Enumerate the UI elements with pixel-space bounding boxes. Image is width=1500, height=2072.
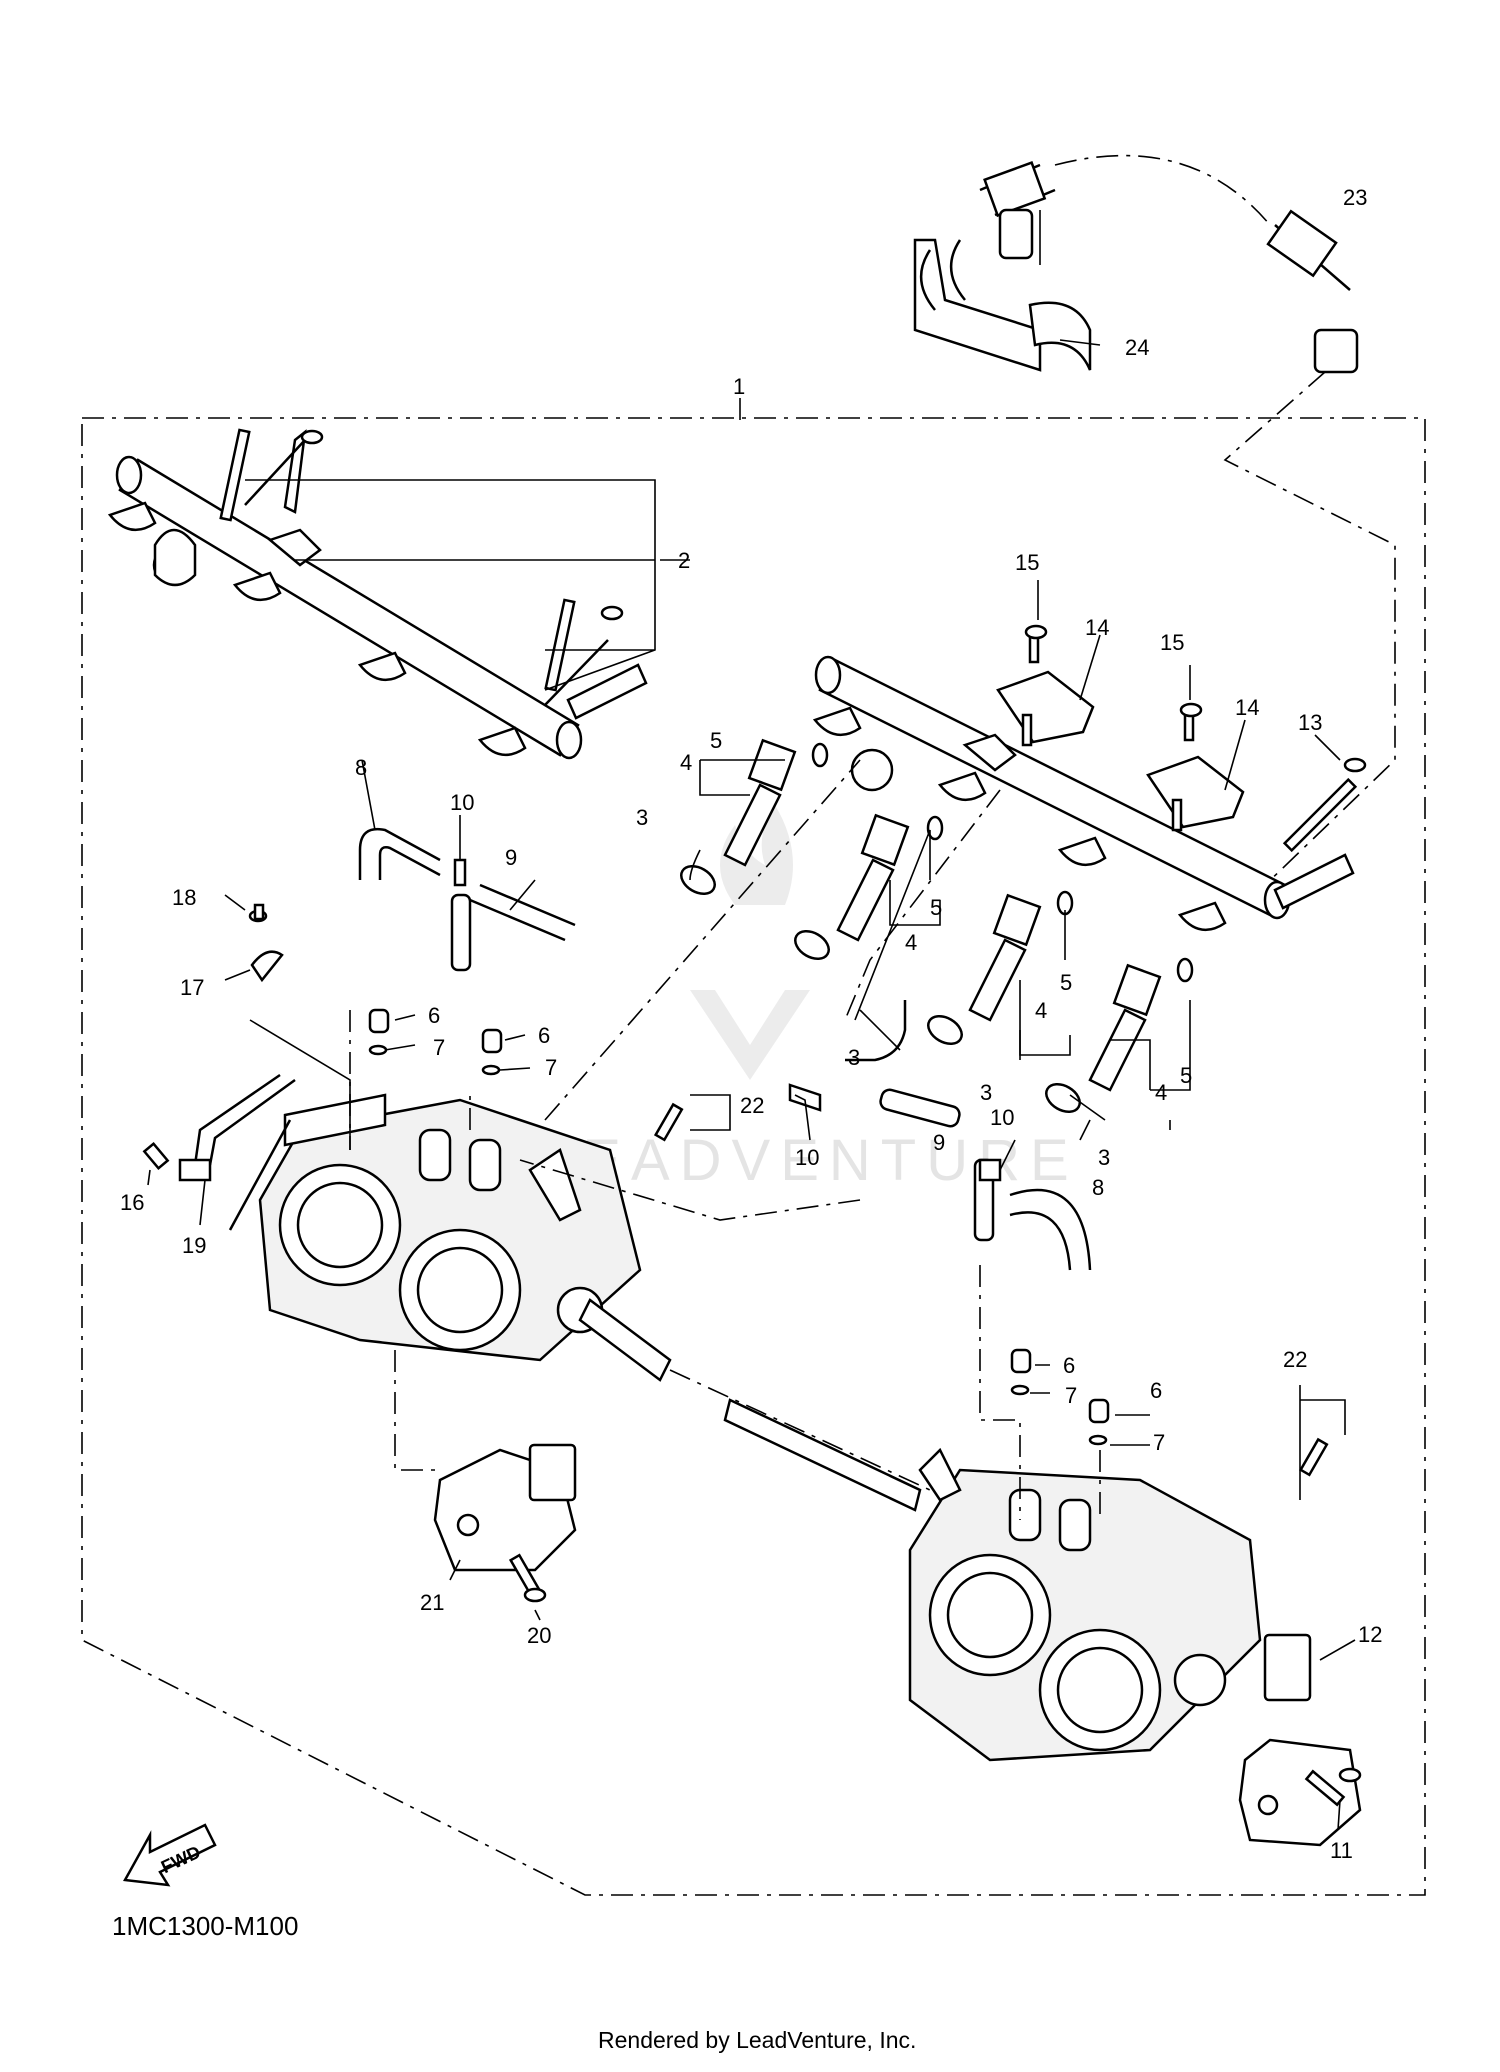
clamp-24 xyxy=(913,238,1092,372)
callout-20: 20 xyxy=(527,1623,551,1648)
callout-1: 1 xyxy=(733,374,745,399)
callout-3: 3 xyxy=(636,805,648,830)
callout-14: 14 xyxy=(1085,615,1109,640)
throttle-body-right xyxy=(723,1398,1262,1762)
callout-15: 15 xyxy=(1015,550,1039,575)
caps-and-washers xyxy=(368,1008,1110,1446)
hoses-lower-right xyxy=(788,1000,1092,1271)
callout-6: 6 xyxy=(538,1023,550,1048)
throttle-body-left xyxy=(258,1093,931,1491)
callout-8: 8 xyxy=(1092,1175,1104,1200)
callout-5: 5 xyxy=(1180,1063,1192,1088)
callout-6: 6 xyxy=(428,1003,440,1028)
sensor-14-a xyxy=(996,670,1095,747)
callout-6: 6 xyxy=(1150,1378,1162,1403)
bolt-13 xyxy=(1282,757,1367,853)
callout-21: 21 xyxy=(420,1590,444,1615)
tps-21 xyxy=(433,1443,577,1572)
injector-1 xyxy=(680,738,829,895)
sensor-14-b xyxy=(1146,755,1245,832)
callout-7: 7 xyxy=(433,1035,445,1060)
injector-set xyxy=(680,738,1194,1113)
screw-15-b xyxy=(1179,702,1203,742)
callout-10: 10 xyxy=(990,1105,1014,1130)
callout-10: 10 xyxy=(795,1145,819,1170)
callout-15: 15 xyxy=(1160,630,1184,655)
injector-4 xyxy=(1045,957,1194,1113)
callout-5: 5 xyxy=(1060,970,1072,995)
screw-11 xyxy=(1304,1767,1362,1807)
callout-12: 12 xyxy=(1358,1622,1382,1647)
hoses-upper-left xyxy=(358,827,576,972)
fuel-rail-right xyxy=(812,655,1355,932)
callout-8: 8 xyxy=(355,755,367,780)
diagram-code: 1MC1300-M100 xyxy=(112,1911,298,1941)
small-parts-left xyxy=(142,903,296,1231)
credit-line: Rendered by LeadVenture, Inc. xyxy=(598,2027,916,2053)
callout-4: 4 xyxy=(905,930,917,955)
injector-2 xyxy=(794,813,944,960)
callout-23: 23 xyxy=(1343,185,1367,210)
callout-9: 9 xyxy=(505,845,517,870)
callout-9: 9 xyxy=(933,1130,945,1155)
screw-20 xyxy=(508,1553,547,1603)
assembly-1-boundary xyxy=(81,417,1426,1896)
callout-11: 11 xyxy=(1330,1838,1353,1863)
injector-3 xyxy=(927,890,1074,1045)
callout-7: 7 xyxy=(1153,1430,1165,1455)
callout-3: 3 xyxy=(980,1080,992,1105)
callout-2: 2 xyxy=(678,548,690,573)
callout-6: 6 xyxy=(1063,1353,1075,1378)
fuel-rail-left xyxy=(107,428,648,760)
callout-22: 22 xyxy=(740,1093,764,1118)
callout-7: 7 xyxy=(1065,1383,1077,1408)
callout-3: 3 xyxy=(848,1045,860,1070)
callout-labels: 1 2 3 3 3 3 4 4 4 4 5 5 5 5 6 6 6 6 7 7 … xyxy=(120,185,1382,1863)
fwd-arrow-icon: FWD xyxy=(123,1823,217,1887)
callout-16: 16 xyxy=(120,1190,144,1215)
callout-4: 4 xyxy=(1035,998,1047,1023)
callout-24: 24 xyxy=(1125,335,1149,360)
callout-4: 4 xyxy=(680,750,692,775)
fuel-hose-23 xyxy=(979,154,1396,891)
callout-13: 13 xyxy=(1298,710,1322,735)
callout-14: 14 xyxy=(1235,695,1259,720)
screw-15-a xyxy=(1024,624,1048,664)
callout-5: 5 xyxy=(710,728,722,753)
callout-7: 7 xyxy=(545,1055,557,1080)
callout-5: 5 xyxy=(930,895,942,920)
callout-19: 19 xyxy=(182,1233,206,1258)
callout-10: 10 xyxy=(450,790,474,815)
bolts-22 xyxy=(653,1102,1329,1477)
tps-12 xyxy=(1238,1633,1362,1847)
callout-22: 22 xyxy=(1283,1347,1307,1372)
callout-17: 17 xyxy=(180,975,204,1000)
callout-4: 4 xyxy=(1155,1080,1167,1105)
callout-3: 3 xyxy=(1098,1145,1110,1170)
callout-18: 18 xyxy=(172,885,196,910)
leader-lines xyxy=(147,210,1356,1831)
